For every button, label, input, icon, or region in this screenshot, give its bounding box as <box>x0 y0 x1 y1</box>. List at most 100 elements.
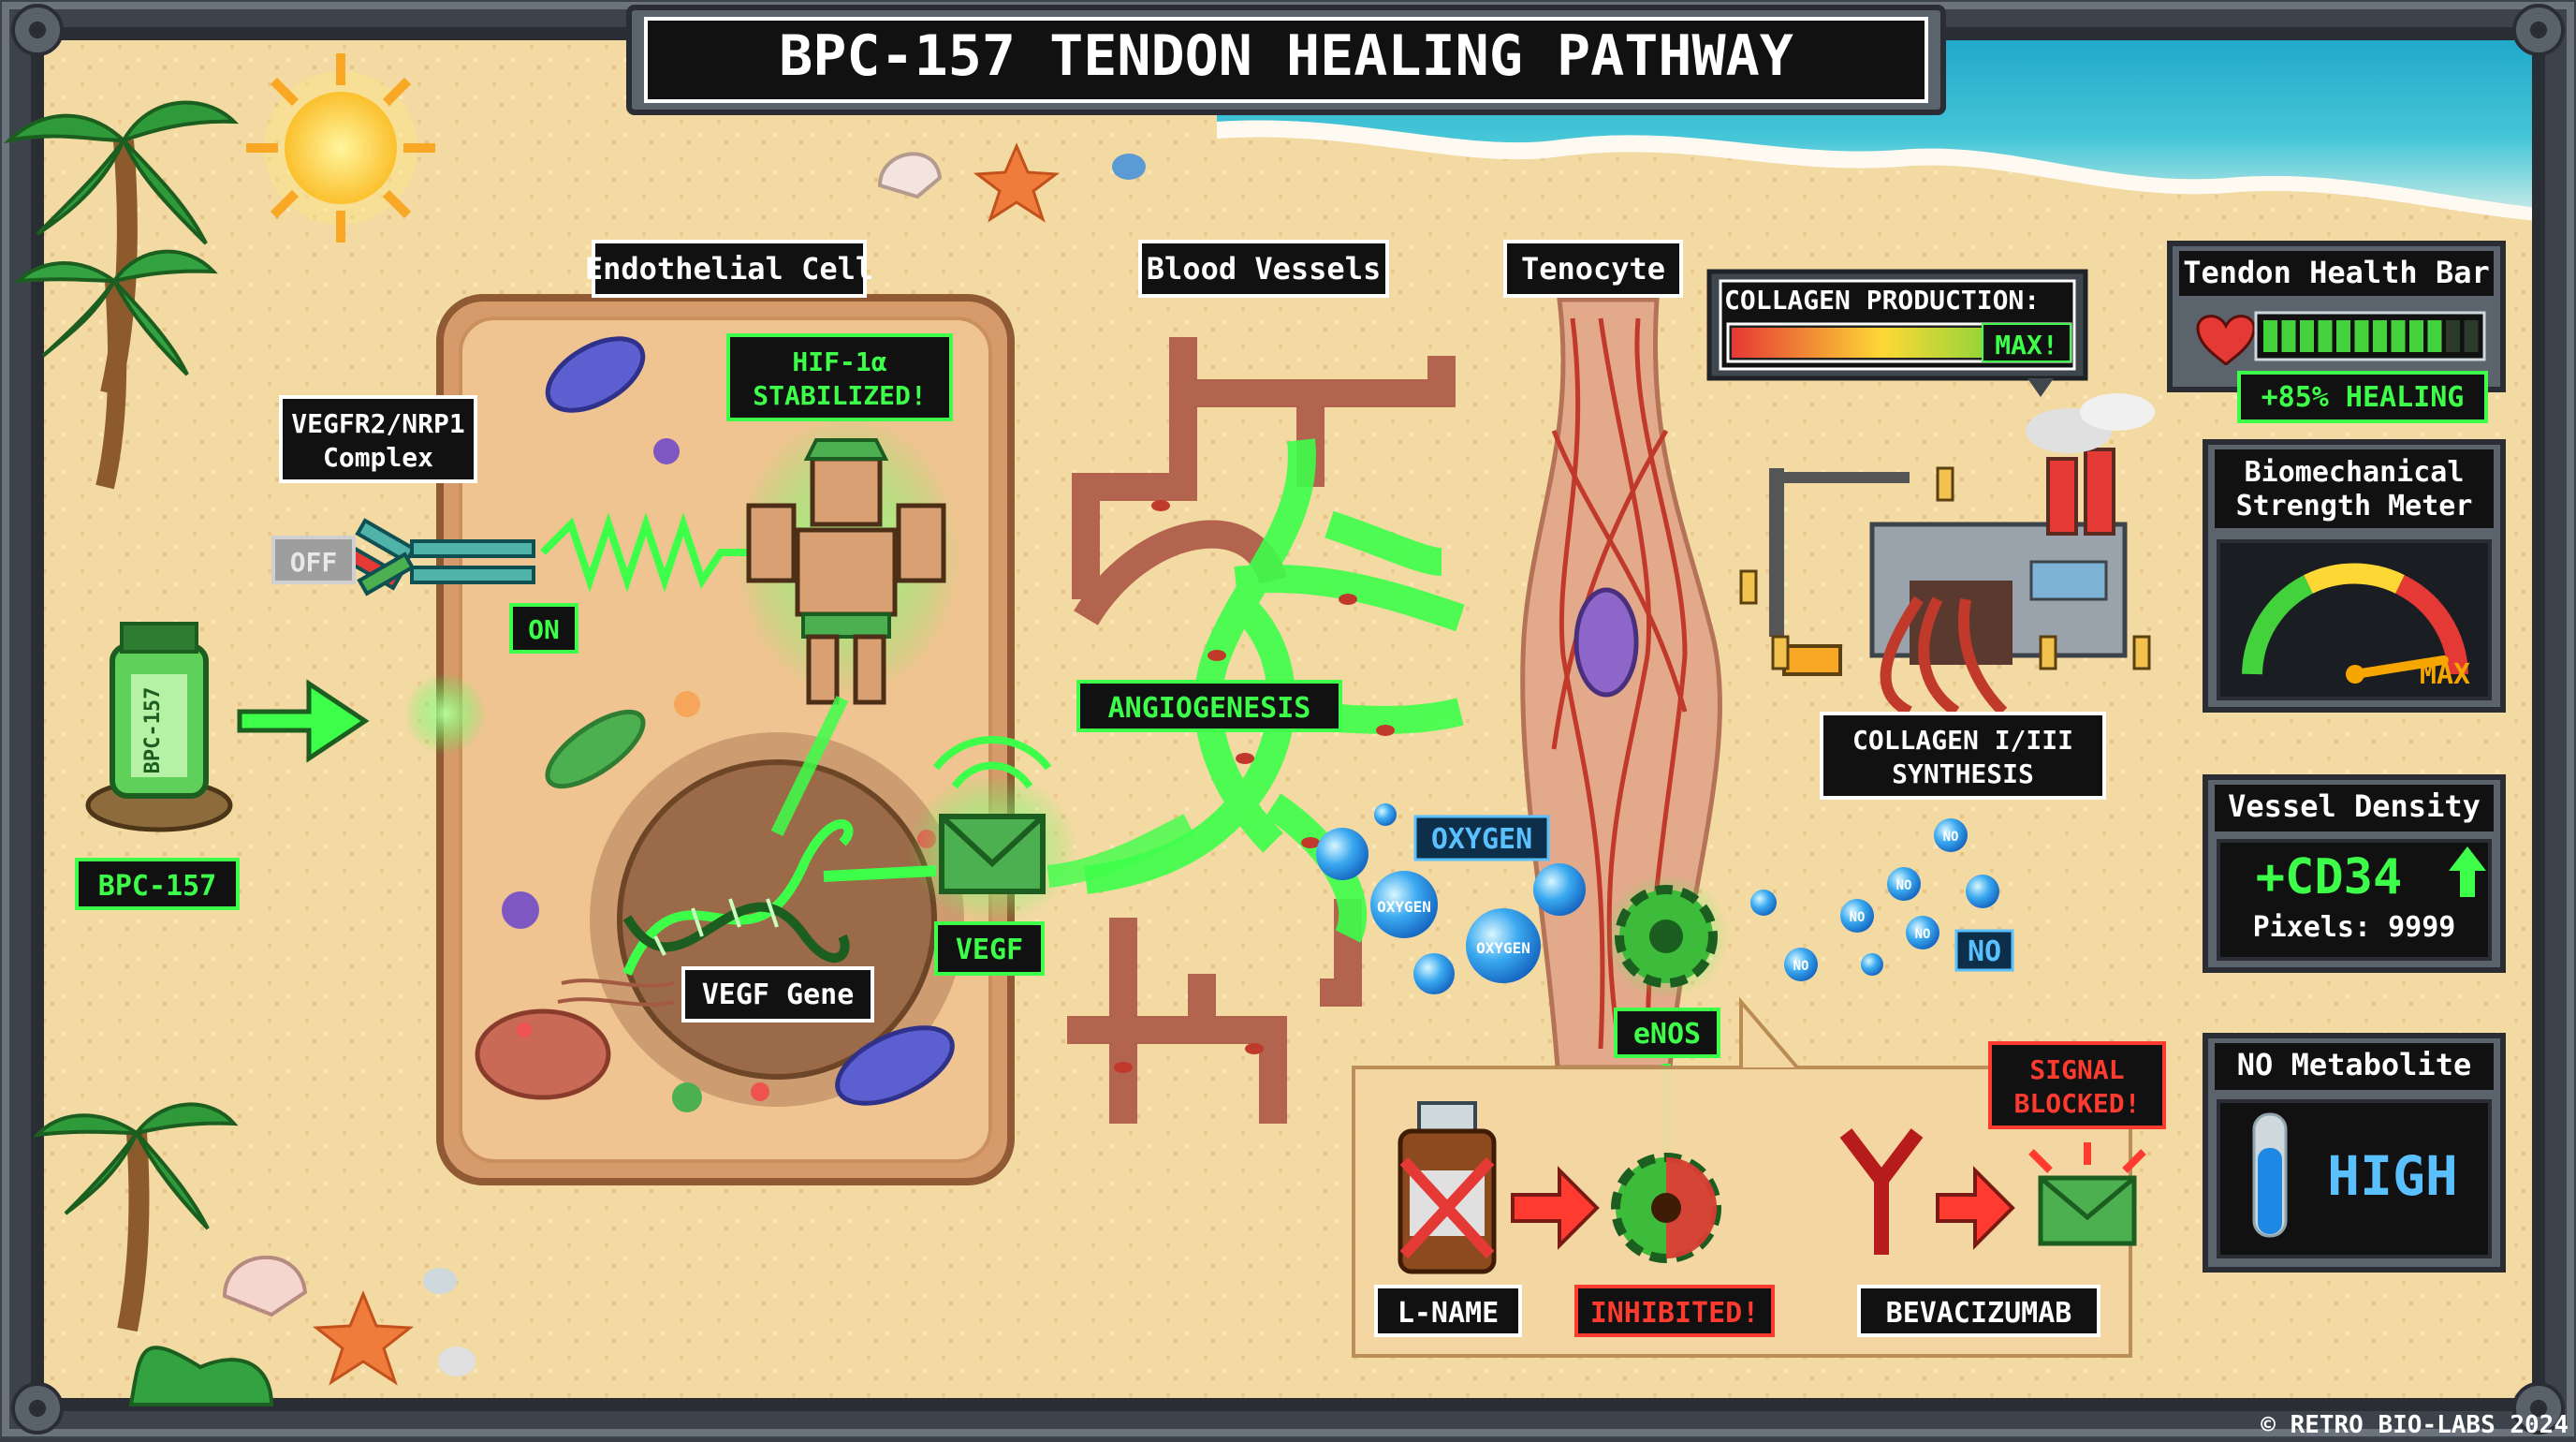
health-segment <box>2263 320 2277 352</box>
svg-text:STABILIZED!: STABILIZED! <box>753 380 926 411</box>
health-segment <box>2336 320 2350 352</box>
endothelial-cell <box>436 294 1015 1185</box>
pebble-icon <box>1112 154 1146 180</box>
broken-envelope-icon <box>2028 1142 2146 1246</box>
svg-text:BPC-157: BPC-157 <box>98 870 216 903</box>
svg-text:L-NAME: L-NAME <box>1398 1297 1499 1330</box>
svg-text:INHIBITED!: INHIBITED! <box>1590 1297 1760 1330</box>
svg-text:ON: ON <box>528 614 560 645</box>
svg-text:Vessel Density: Vessel Density <box>2228 788 2481 824</box>
svg-text:Complex: Complex <box>323 442 433 473</box>
label-blood-vessels: Blood Vessels <box>1138 240 1389 298</box>
health-segment <box>2464 320 2479 352</box>
label-oxygen: OXYGEN <box>1413 815 1550 861</box>
vessel-density-value: +CD34 <box>2256 849 2403 905</box>
svg-text:HIF-1α: HIF-1α <box>792 346 886 377</box>
bulldozer-icon <box>1782 644 1842 676</box>
sun-icon <box>246 53 435 243</box>
no-bubble-label: NO <box>1943 830 1959 845</box>
label-inhibited: INHIBITED! <box>1574 1285 1775 1337</box>
label-vegf: VEGF <box>934 921 1045 976</box>
label-no: NO <box>1954 929 2014 972</box>
hud-tendon-health: Tendon Health Bar <box>2167 241 2506 392</box>
surf-foam <box>1217 120 2539 221</box>
collagen-factory <box>1739 393 2155 717</box>
seashell-icon <box>222 1256 308 1317</box>
svg-text:Biomechanical: Biomechanical <box>2245 456 2465 489</box>
no-bubble-label: NO <box>1850 910 1866 925</box>
hud-vessel-density: Vessel Density +CD34 Pixels: 9999 <box>2203 774 2506 973</box>
tendon-health-badge: +85% HEALING <box>2237 371 2488 423</box>
svg-text:Strength Meter: Strength Meter <box>2236 490 2473 522</box>
signal-wave <box>540 512 749 593</box>
heart-icon <box>2196 315 2256 366</box>
antibody-icon <box>1839 1128 1924 1255</box>
palm-tree-icon <box>32 1102 239 1332</box>
arrow-up-icon <box>2449 846 2486 897</box>
label-tenocyte: Tenocyte <box>1503 240 1683 298</box>
health-segment <box>2409 320 2423 352</box>
oxygen-bubble-label: OXYGEN <box>1377 898 1431 916</box>
starfish-icon <box>312 1290 415 1386</box>
svg-text:VEGF: VEGF <box>956 934 1023 966</box>
svg-text:NO: NO <box>1968 935 2001 968</box>
label-lname: L-NAME <box>1374 1285 1522 1337</box>
enos-gear-icon <box>1604 875 1728 998</box>
palm-tree-icon <box>128 1346 274 1406</box>
label-angiogenesis: ANGIOGENESIS <box>1076 680 1342 732</box>
vessel-density-pixels: Pixels: 9999 <box>2253 911 2456 944</box>
spark-icon <box>404 672 487 755</box>
svg-text:Blood Vessels: Blood Vessels <box>1147 251 1381 287</box>
label-bevacizumab: BEVACIZUMAB <box>1857 1285 2100 1337</box>
panel-pointer <box>1739 996 1799 1069</box>
organelle-icon <box>545 709 646 789</box>
svg-text:OFF: OFF <box>290 547 338 578</box>
label-signal-blocked: SIGNAL BLOCKED! <box>1988 1041 2166 1129</box>
health-segment <box>2354 320 2369 352</box>
receptor-icon <box>342 518 535 596</box>
svg-text:ANGIOGENESIS: ANGIOGENESIS <box>1108 692 1311 725</box>
health-segment <box>2318 320 2333 352</box>
page-title: BPC-157 TENDON HEALING PATHWAY <box>779 23 1793 89</box>
health-segment <box>2427 320 2442 352</box>
no-bubble-label: NO <box>1793 959 1809 974</box>
collagen-production-panel: COLLAGEN PRODUCTION: MAX! <box>1706 269 2088 397</box>
hif-hero-icon <box>736 416 960 705</box>
svg-text:Tenocyte: Tenocyte <box>1521 251 1665 287</box>
palm-tree-icon <box>13 249 218 490</box>
on-badge: ON <box>509 603 578 654</box>
vial-label: BPC-157 <box>141 687 165 774</box>
svg-text:BLOCKED!: BLOCKED! <box>2014 1088 2141 1119</box>
gauge-readout: MAX <box>2420 658 2470 691</box>
starfish-icon <box>973 142 1061 223</box>
lname-bottle-icon <box>1398 1101 1497 1274</box>
tendon-health-bar-segments <box>2263 320 2479 352</box>
test-tube-icon <box>2252 1112 2288 1238</box>
label-endothelial-cell: Endothelial Cell <box>585 240 873 298</box>
health-segment <box>2391 320 2406 352</box>
bpc157-vial-icon: BPC-157 <box>85 622 233 832</box>
seashell-icon <box>877 152 943 199</box>
golgi-icon <box>475 1008 611 1100</box>
svg-text:VEGFR2/NRP1: VEGFR2/NRP1 <box>291 408 464 439</box>
dna-helix-icon <box>622 819 854 976</box>
health-segment <box>2300 320 2314 352</box>
label-hif: HIF-1α STABILIZED! <box>726 333 953 421</box>
blood-cells <box>1114 500 1395 1073</box>
health-segment <box>2373 320 2387 352</box>
no-bubble-label: NO <box>1915 927 1931 942</box>
oxygen-bubble-label: OXYGEN <box>1476 939 1530 957</box>
svg-text:BEVACIZUMAB: BEVACIZUMAB <box>1886 1297 2072 1330</box>
inhibited-gear-icon <box>1611 1153 1721 1263</box>
svg-text:eNOS: eNOS <box>1633 1018 1701 1051</box>
mitochondria-icon <box>545 336 646 413</box>
no-metabolite-value: HIGH <box>2327 1144 2458 1208</box>
activation-beam <box>770 695 849 837</box>
gauge-needle <box>2350 655 2449 679</box>
svg-text:SIGNAL: SIGNAL <box>2029 1054 2124 1085</box>
label-bpc157: BPC-157 <box>75 858 240 910</box>
label-enos: eNOS <box>1614 1008 1720 1058</box>
svg-text:COLLAGEN I/III: COLLAGEN I/III <box>1852 725 2073 756</box>
